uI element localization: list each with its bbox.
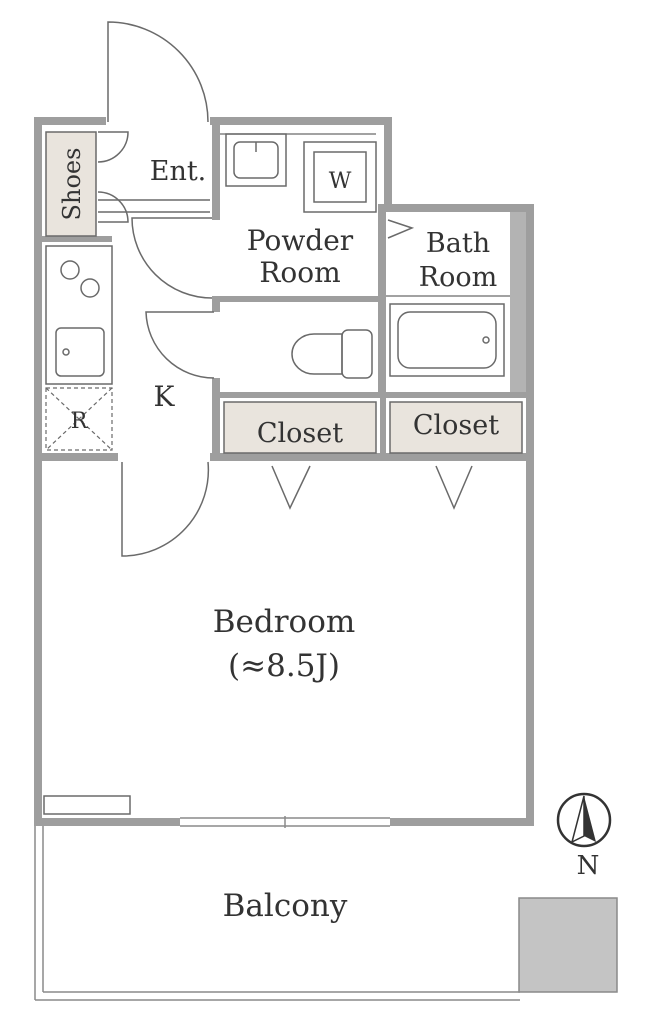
bath-room-label-line2: Room [419, 262, 497, 293]
kitchen-label: K [154, 380, 176, 413]
bedroom-label: Bedroom [213, 604, 356, 640]
compass-needle-icon [584, 796, 596, 842]
north-compass [556, 792, 612, 848]
closet-right-area [389, 401, 523, 454]
bath-door [387, 219, 415, 239]
closet-left-area [223, 401, 377, 454]
balcony-label: Balcony [223, 888, 348, 924]
compass-north-label: N [577, 851, 600, 881]
toilet-door [145, 311, 215, 379]
entrance-label: Ent. [150, 156, 207, 187]
compass-circle-icon [556, 792, 612, 848]
bedroom-shelf [43, 795, 131, 815]
washer-label: W [329, 169, 352, 194]
washbasin [225, 133, 287, 187]
kitchen-counter [45, 245, 113, 385]
entrance-door [107, 21, 209, 123]
powder-room-door [131, 217, 213, 299]
sliding-door [180, 816, 390, 828]
refrigerator-label: R [71, 409, 89, 434]
toilet [291, 329, 373, 379]
powder-room-label-line2: Room [259, 256, 340, 289]
washing-machine [303, 141, 377, 213]
refrigerator [45, 387, 113, 451]
closet-left-label: Closet [257, 418, 343, 449]
structural-column [518, 897, 618, 993]
door-swings [97, 21, 215, 557]
powder-room-label-line1: Powder [247, 224, 354, 257]
bedroom-door [121, 461, 210, 557]
interior-walls [42, 125, 526, 828]
balcony-railing [34, 826, 520, 1001]
bathtub [389, 303, 505, 377]
shoes-closet-door-upper [97, 131, 129, 163]
shoes-closet-door-lower [97, 191, 129, 223]
closet-doors [271, 465, 473, 510]
bath-room-label-line1: Bath [426, 228, 490, 259]
closet-right-label: Closet [413, 410, 499, 441]
shoes-storage [45, 131, 97, 237]
shoes-label: Shoes [58, 148, 86, 221]
bedroom-size-label: (≈8.5J) [228, 648, 340, 684]
